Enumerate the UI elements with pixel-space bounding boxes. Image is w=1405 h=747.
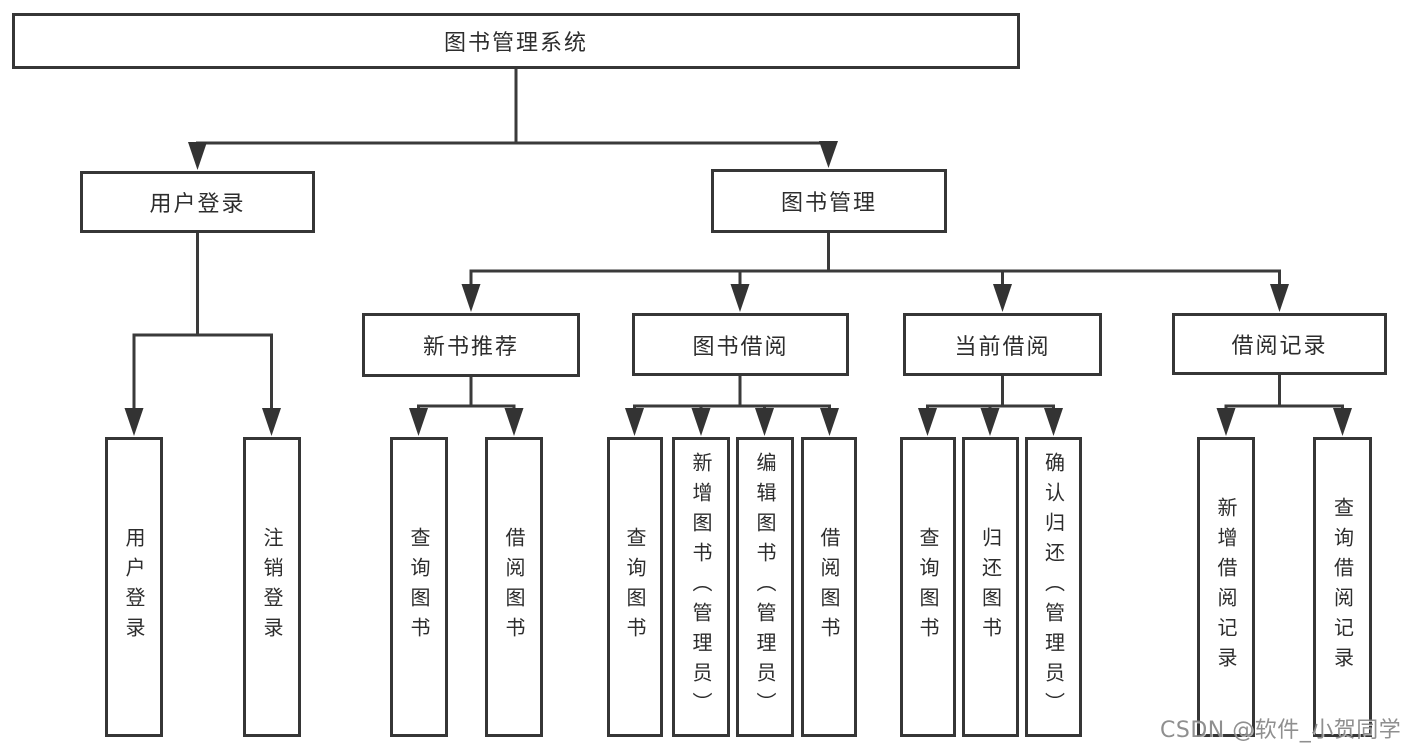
leaf-label: 查询借阅记录 [1330, 497, 1355, 677]
leaf-label: 确认归还（管理员） [1041, 452, 1066, 722]
leaf-logout: 注销登录 [243, 437, 301, 737]
arrowheads [124, 141, 1352, 436]
node-book-borrow: 图书借阅 [632, 313, 849, 376]
node-book-management: 图书管理 [711, 169, 947, 233]
node-root-library-system: 图书管理系统 [12, 13, 1020, 69]
leaf-borrow-books: 借阅图书 [801, 437, 857, 737]
leaf-query-books-current: 查询图书 [900, 437, 956, 737]
leaf-add-books-admin: 新增图书（管理员） [672, 437, 730, 737]
leaf-query-books-recommend: 查询图书 [390, 437, 448, 737]
csdn-watermark: CSDN @软件_小贺同学 [1160, 718, 1402, 743]
leaf-label: 注销登录 [260, 527, 284, 647]
leaf-label: 新增图书（管理员） [689, 452, 713, 722]
leaf-label: 用户登录 [122, 527, 146, 647]
leaf-query-borrow-record: 查询借阅记录 [1313, 437, 1372, 737]
leaf-return-books: 归还图书 [962, 437, 1019, 737]
leaf-edit-books-admin: 编辑图书（管理员） [736, 437, 794, 737]
leaf-confirm-return-admin: 确认归还（管理员） [1025, 437, 1082, 737]
leaf-user-login: 用户登录 [105, 437, 163, 737]
leaf-label: 查询图书 [623, 527, 647, 647]
node-current-borrow: 当前借阅 [903, 313, 1102, 376]
leaf-borrow-books-recommend: 借阅图书 [485, 437, 543, 737]
leaf-label: 借阅图书 [817, 527, 841, 647]
leaf-label: 新增借阅记录 [1214, 497, 1238, 677]
node-borrow-record: 借阅记录 [1172, 313, 1387, 375]
node-user-login: 用户登录 [80, 171, 315, 233]
leaf-add-borrow-record: 新增借阅记录 [1197, 437, 1255, 737]
leaf-label: 归还图书 [978, 527, 1003, 647]
leaf-label: 查询图书 [407, 527, 431, 647]
node-new-book-recommend: 新书推荐 [362, 313, 580, 377]
leaf-query-books-borrow: 查询图书 [607, 437, 663, 737]
leaf-label: 编辑图书（管理员） [753, 452, 777, 722]
leaf-label: 借阅图书 [502, 527, 526, 647]
leaf-label: 查询图书 [916, 527, 940, 647]
